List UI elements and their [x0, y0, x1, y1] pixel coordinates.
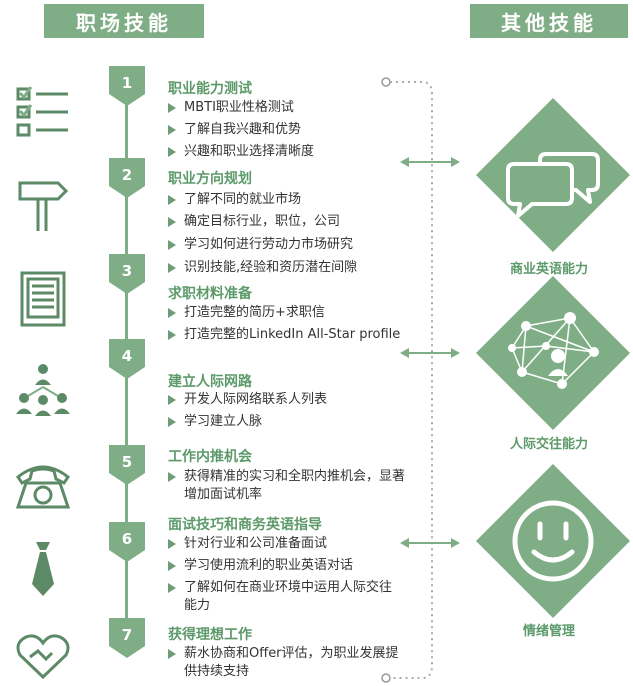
step-marker-2: 2	[105, 156, 149, 200]
necktie-icon	[32, 542, 54, 596]
step-number: 4	[121, 347, 133, 365]
network-icon	[476, 276, 630, 430]
step-4-item: 开发人际网络联系人列表	[168, 391, 428, 409]
other-skill-label: 商业英语能力	[509, 262, 588, 277]
step-marker-7: 7	[105, 616, 149, 660]
double-arrow-icon	[400, 157, 460, 167]
step-1-item: MBTI职业性格测试	[168, 99, 428, 117]
step-marker-4: 4	[105, 337, 149, 381]
step-marker-5: 5	[105, 443, 149, 487]
step-7-item: 薪水协商和Offer评估，为职业发展提供持续支持	[168, 645, 410, 681]
step-marker-3: 3	[105, 252, 149, 296]
step-2-item: 了解不同的就业市场	[168, 191, 428, 209]
step-title-7: 获得理想工作	[168, 627, 252, 643]
dotted-connector-path	[381, 77, 433, 683]
step-1-item: 兴趣和职业选择清晰度	[168, 143, 428, 161]
step-title-1: 职业能力测试	[168, 81, 252, 97]
step-marker-6: 6	[105, 520, 149, 564]
speech-bubbles-icon	[476, 98, 630, 252]
step-2-item: 学习如何进行劳动力市场研究	[168, 236, 428, 254]
other-skill-label: 人际交往能力	[509, 437, 588, 452]
step-2-item: 确定目标行业，职位，公司	[168, 213, 428, 231]
step-title-3: 求职材料准备	[168, 286, 252, 302]
step-6-item: 针对行业和公司准备面试	[168, 535, 428, 553]
step-title-5: 工作内推机会	[168, 449, 252, 465]
step-number: 6	[121, 530, 133, 548]
signpost-icon	[18, 181, 69, 231]
telephone-icon	[15, 465, 71, 509]
step-number: 3	[121, 262, 133, 280]
document-icon	[20, 271, 66, 327]
step-6-item: 学习使用流利的职业英语对话	[168, 557, 428, 575]
step-6-item: 了解如何在商业环境中运用人际交往能力	[168, 579, 400, 615]
smiley-icon	[476, 464, 630, 618]
step-number: 5	[121, 453, 133, 471]
step-title-2: 职业方向规划	[168, 171, 252, 187]
step-title-6: 面试技巧和商务英语指导	[168, 517, 322, 533]
step-number: 7	[121, 626, 133, 644]
double-arrow-icon	[400, 348, 460, 358]
step-3-item: 打造完整的简历+求职信	[168, 304, 428, 322]
network-people-icon	[16, 364, 70, 416]
step-3-item: 打造完整的LinkedIn All-Star profile	[168, 326, 408, 344]
checklist-icon	[16, 86, 68, 137]
header-other-skills: 其他技能	[470, 4, 628, 38]
step-1-item: 了解自我兴趣和优势	[168, 121, 428, 139]
step-5-item: 获得精准的实习和全职内推机会，显著增加面试机率	[168, 468, 410, 504]
step-marker-1: 1	[105, 64, 149, 108]
step-4-item: 学习建立人脉	[168, 413, 428, 431]
other-skill-label: 情绪管理	[522, 624, 575, 639]
step-2-item: 识别技能,经验和资历潜在间隙	[168, 259, 428, 277]
step-title-4: 建立人际网路	[168, 374, 252, 390]
step-number: 2	[121, 166, 133, 184]
double-arrow-icon	[400, 538, 460, 548]
header-workplace-skills: 职场技能	[44, 4, 204, 38]
handshake-heart-icon	[16, 634, 70, 680]
step-number: 1	[121, 74, 133, 92]
